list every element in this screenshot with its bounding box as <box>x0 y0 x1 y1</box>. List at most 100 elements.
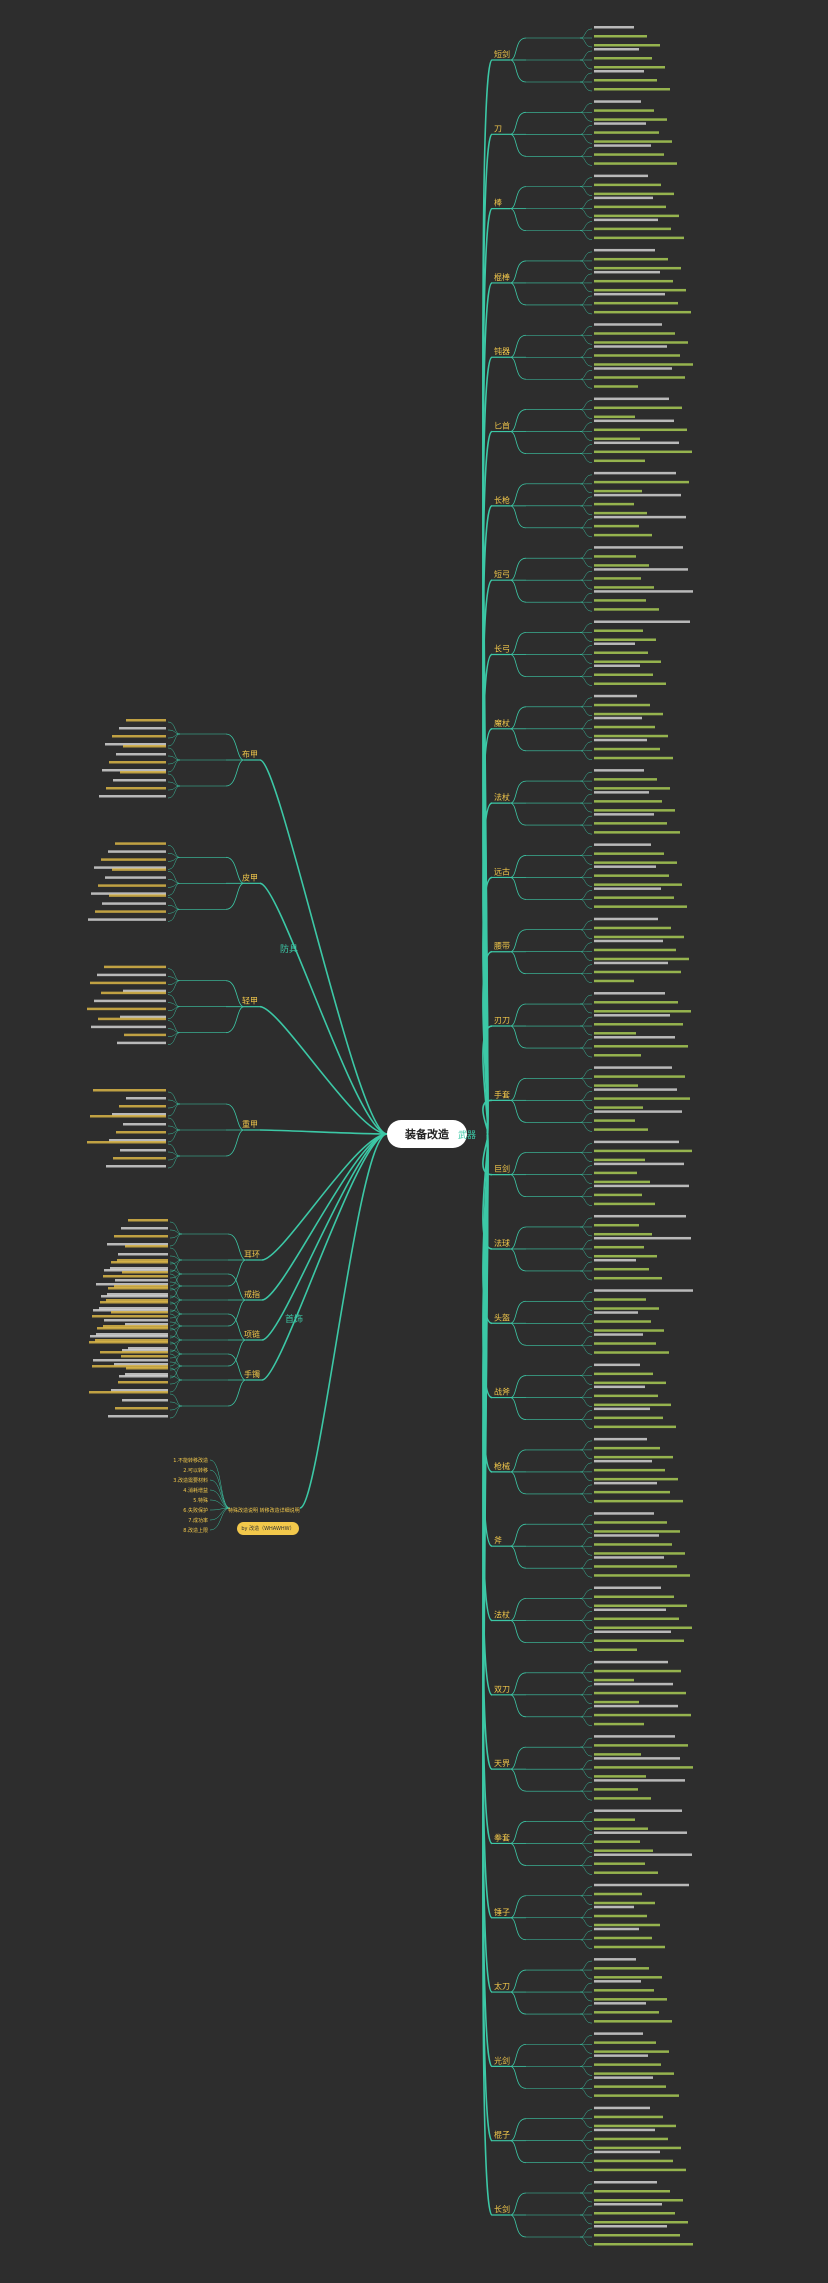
weapon-category-label[interactable]: 法球 <box>494 1238 510 1248</box>
weapon-leaf-link <box>579 409 593 419</box>
weapon-leaf-text <box>594 682 666 685</box>
weapon-category-label[interactable]: 枪械 <box>494 1461 510 1471</box>
weapon-category-label[interactable]: 匕首 <box>494 421 510 431</box>
accessory-category-label[interactable]: 手镯 <box>244 1369 260 1379</box>
accessory-leaf-link <box>169 1365 183 1379</box>
weapon-category-label[interactable]: 钝器 <box>494 346 510 356</box>
armor-category-label[interactable]: 重甲 <box>242 1119 258 1129</box>
armor-leaf-text <box>109 761 166 764</box>
weapon-category-label[interactable]: 棍子 <box>494 2130 510 2140</box>
special-note-line[interactable]: 7.成功率 <box>188 1517 208 1524</box>
weapon-sub-link <box>509 1152 527 1176</box>
accessory-leaf-text <box>92 1365 168 1368</box>
armor-category-label[interactable]: 布甲 <box>242 749 258 759</box>
accessory-leaf-text <box>111 1389 168 1392</box>
branch-accessories[interactable]: 首饰 <box>285 1315 304 1325</box>
weapon-leaf-link <box>579 771 593 782</box>
weapon-category-label[interactable]: 天界 <box>494 1759 510 1768</box>
weapon-category-label[interactable]: 棒 <box>494 198 502 208</box>
special-leaf-link <box>209 1469 231 1509</box>
weapon-category-label[interactable]: 棍棒 <box>494 272 510 282</box>
weapon-leaf-text <box>594 2063 661 2066</box>
weapon-leaf-text <box>594 419 674 423</box>
weapon-category-label[interactable]: 拳套 <box>494 1832 510 1842</box>
weapon-leaf-text <box>594 1853 692 1856</box>
weapon-category-label[interactable]: 远古 <box>494 866 510 876</box>
weapon-leaf-link <box>579 251 593 262</box>
weapon-leaf-text <box>594 1892 642 1896</box>
accessory-leaf-text <box>128 1219 168 1222</box>
armor-leaf-text <box>120 1015 166 1019</box>
weapon-category-label[interactable]: 手套 <box>494 1089 510 1099</box>
weapon-category-label[interactable]: 斧 <box>494 1535 502 1545</box>
special-note-line[interactable]: 2.可以转移 <box>183 1467 208 1474</box>
weapon-category-label[interactable]: 短弓 <box>494 569 510 579</box>
weapon-leaf-text <box>594 524 639 528</box>
special-note-line[interactable]: 5.特殊 <box>193 1497 208 1504</box>
branch-armor[interactable]: 防具 <box>280 945 299 955</box>
weapon-leaf-text <box>594 441 679 445</box>
weapon-leaf-link <box>579 444 593 454</box>
weapon-leaf-link <box>579 697 593 708</box>
accessory-category-label[interactable]: 项链 <box>244 1329 260 1339</box>
weapon-category-label[interactable]: 魔杖 <box>494 718 510 728</box>
weapon-leaf-link <box>579 1174 593 1184</box>
weapon-category-label[interactable]: 短剑 <box>494 49 510 59</box>
accessory-category-label[interactable]: 耳环 <box>244 1250 260 1259</box>
weapon-leaf-link <box>579 369 593 380</box>
weapon-leaf-link <box>579 2035 593 2045</box>
accessory-category-label[interactable]: 戒指 <box>244 1289 260 1299</box>
special-note-line[interactable]: 8.改造上限 <box>183 1527 208 1534</box>
special-note-line[interactable]: 4.消耗增益 <box>183 1487 208 1494</box>
accessory-sub-link <box>227 1313 247 1341</box>
weapon-category-label[interactable]: 法杖 <box>494 1610 510 1620</box>
weapon-leaf-text <box>594 1351 669 1354</box>
weapon-leaf-text <box>594 725 655 729</box>
armor-category-label[interactable]: 皮甲 <box>242 872 258 882</box>
weapon-category-label[interactable]: 长剑 <box>494 2204 510 2214</box>
weapon-sub-link <box>509 1471 527 1495</box>
weapon-category-label[interactable]: 巨剑 <box>494 1164 510 1174</box>
weapon-leaf-text <box>594 205 666 209</box>
weapon-leaf-text <box>594 822 667 825</box>
weapon-leaf-text <box>594 1797 651 1800</box>
armor-leaf-link <box>167 1032 181 1045</box>
armor-leaf-link <box>167 785 181 799</box>
weapon-leaf-link <box>579 994 593 1005</box>
weapon-category-label[interactable]: 刀 <box>494 124 502 133</box>
special-note-badge: by 改造（WHAWHW） <box>237 1522 299 1535</box>
weapon-category-label[interactable]: 光剑 <box>494 2055 510 2065</box>
weapon-category-label[interactable]: 长弓 <box>494 643 510 653</box>
weapon-leaf-text <box>594 2181 657 2184</box>
special-note-line[interactable]: 6.失败保护 <box>183 1507 208 1514</box>
weapon-leaf-text <box>594 376 685 379</box>
accessory-leaf-text <box>122 1399 168 1402</box>
weapon-category-label[interactable]: 头盔 <box>494 1312 510 1322</box>
weapon-sub-link <box>509 929 527 953</box>
weapon-category-label[interactable]: 法杖 <box>494 792 510 802</box>
weapon-leaf-text <box>594 279 673 283</box>
weapon-category-label[interactable]: 双刀 <box>494 1685 510 1694</box>
armor-category-label[interactable]: 轻甲 <box>242 996 258 1006</box>
weapon-category-label[interactable]: 锤子 <box>494 1907 510 1917</box>
weapon-leaf-link <box>579 802 593 813</box>
weapon-leaf-text <box>594 1311 638 1314</box>
weapon-leaf-text <box>594 196 653 200</box>
special-note-line[interactable]: 1.不能转移改造 <box>173 1457 208 1464</box>
armor-leaf-text <box>87 1141 166 1144</box>
weapon-category-label[interactable]: 长枪 <box>494 495 510 505</box>
weapon-category-label[interactable]: 太刀 <box>494 1981 510 1991</box>
weapon-leaf-text <box>594 1757 680 1760</box>
branch-weapons[interactable]: 武器 <box>458 1131 477 1141</box>
weapon-leaf-link <box>579 1843 593 1853</box>
weapon-leaf-text <box>594 1556 664 1559</box>
root-node[interactable]: 装备改造 <box>387 1120 467 1148</box>
accessory-leaf-text <box>108 1287 168 1290</box>
weapon-leaf-link <box>579 1410 593 1420</box>
weapon-leaf-link <box>579 518 593 529</box>
special-note-line[interactable]: 3.改造需要材料 <box>173 1477 208 1484</box>
weapon-category-label[interactable]: 刃刀 <box>494 1016 510 1025</box>
weapon-category-label[interactable]: 战斧 <box>494 1387 510 1397</box>
weapon-leaf-text <box>594 1140 679 1144</box>
weapon-category-label[interactable]: 腰带 <box>494 942 510 951</box>
